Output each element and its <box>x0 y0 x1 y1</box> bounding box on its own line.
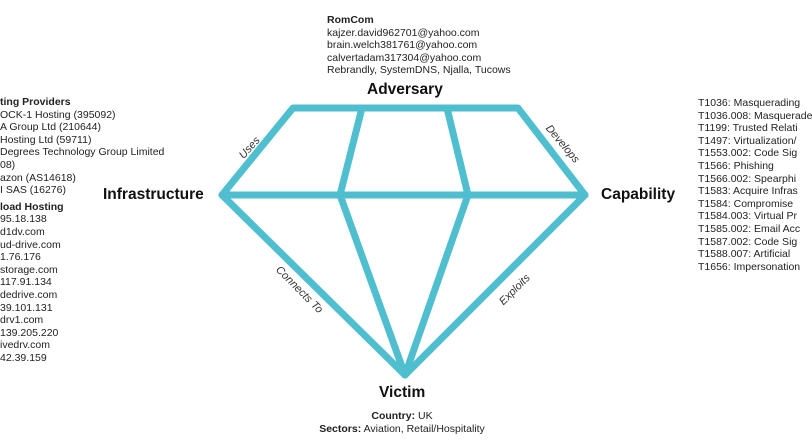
hosting-provider-item: 08) <box>0 158 16 171</box>
crown-facet-right <box>443 104 472 199</box>
hosting-providers-heading: ting Providers <box>0 96 71 108</box>
hosting-provider-item: OCK-1 Hosting (395092) <box>0 108 116 121</box>
technique-item: T1497: Virtualization/ <box>698 134 797 147</box>
technique-item: T1656: Impersonation <box>698 260 801 273</box>
victim-info: Country: UK Sectors: Aviation, Retail/Ho… <box>300 410 504 435</box>
technique-item: T1587.002: Code Sig <box>698 235 798 248</box>
capability-info: T1036: Masquerading T1036.008: Masquerad… <box>698 97 812 273</box>
technique-item: T1584: Compromise <box>698 197 794 210</box>
sectors-label: Sectors: <box>319 422 362 435</box>
country-value: UK <box>418 410 433 422</box>
crown-facet-left <box>336 104 366 199</box>
upload-hosting-item: ud-drive.com <box>0 238 61 251</box>
infrastructure-info: ting Providers OCK-1 Hosting (395092) A … <box>0 96 164 364</box>
adversary-name: RomCom <box>327 14 374 26</box>
adversary-email: kajzer.david962701@yahoo.com <box>327 26 480 39</box>
upload-hosting-item: 139.205.220 <box>0 326 59 339</box>
victim-sectors: Sectors: Aviation, Retail/Hospitality <box>300 423 504 436</box>
upload-hosting-item: storage.com <box>0 263 58 276</box>
diamond-outline <box>218 104 589 379</box>
diamond-shape <box>218 104 589 379</box>
upload-hosting-item: 42.39.159 <box>0 351 47 364</box>
technique-item: T1199: Trusted Relati <box>698 122 798 135</box>
upload-hosting-item: d1dv.com <box>0 225 45 238</box>
vertex-victim: Victim <box>379 384 426 401</box>
adversary-info: RomCom kajzer.david962701@yahoo.com brai… <box>327 14 511 77</box>
pavilion-facet-right <box>401 191 472 379</box>
hosting-provider-item: azon (AS14618) <box>0 171 76 184</box>
hosting-provider-item: Hosting Ltd (59711) <box>0 133 92 146</box>
country-label: Country: <box>371 410 416 422</box>
technique-item: T1588.007: Artificial <box>698 248 791 261</box>
hosting-provider-item: A Group Ltd (210644) <box>0 121 101 134</box>
vertex-adversary: Adversary <box>367 81 443 98</box>
technique-item: T1036.008: Masquerade <box>698 109 812 122</box>
hosting-provider-item: Degrees Technology Group Limited <box>0 146 165 159</box>
upload-hosting-item: 117.91.134 <box>0 276 52 289</box>
vertex-infrastructure: Infrastructure <box>103 186 204 203</box>
upload-hosting-item: 39.101.131 <box>0 301 53 314</box>
technique-list: T1036: Masquerading T1036.008: Masquerad… <box>698 97 812 273</box>
technique-item: T1036: Masquerading <box>698 97 801 109</box>
upload-hosting-item: 1.76.176 <box>0 251 41 264</box>
upload-hosting-item: ivedrv.com <box>0 339 50 352</box>
technique-item: T1553.002: Code Sig <box>698 147 798 160</box>
technique-item: T1566.002: Spearphi <box>698 172 797 185</box>
hosting-providers-list: OCK-1 Hosting (395092) A Group Ltd (2106… <box>0 109 164 197</box>
technique-item: T1584.003: Virtual Pr <box>698 210 798 223</box>
technique-item: T1566: Phishing <box>698 159 774 172</box>
adversary-registrars: Rebrandly, SystemDNS, Njalla, Tucows <box>327 64 511 77</box>
adversary-email: calvertadam317304@yahoo.com <box>327 51 482 64</box>
hosting-provider-item: I SAS (16276) <box>0 184 66 197</box>
upload-hosting-item: 95.18.138 <box>0 213 47 226</box>
adversary-email: brain.welch381761@yahoo.com <box>327 39 478 52</box>
upload-hosting-item: drv1.com <box>0 314 44 327</box>
vertex-capability: Capability <box>601 186 676 203</box>
pavilion-facet-left <box>336 191 409 379</box>
technique-item: T1583: Acquire Infras <box>698 185 798 198</box>
upload-hosting-list: 95.18.138 d1dv.com ud-drive.com 1.76.176… <box>0 213 164 364</box>
upload-hosting-item: dedrive.com <box>0 288 58 301</box>
victim-country: Country: UK <box>300 410 504 423</box>
upload-hosting-heading: load Hosting <box>0 200 64 213</box>
technique-item: T1585.002: Email Acc <box>698 222 801 235</box>
sectors-value: Aviation, Retail/Hospitality <box>363 422 485 435</box>
